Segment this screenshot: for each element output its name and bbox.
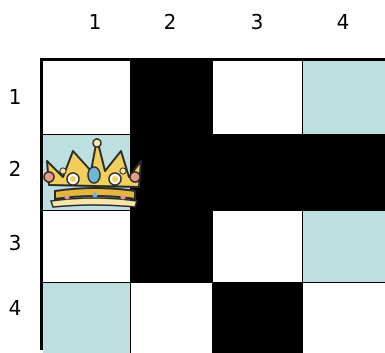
row-label-1: 1 — [0, 85, 30, 109]
board-cell-r3-c1[interactable] — [43, 211, 131, 283]
board-cell-r3-c3[interactable] — [213, 211, 303, 283]
board-cell-r3-c4[interactable] — [303, 211, 385, 283]
row-label-2: 2 — [0, 157, 30, 181]
grid-line-horizontal — [43, 282, 385, 283]
board-cell-r4-c1[interactable] — [43, 283, 131, 353]
row-label-4: 4 — [0, 296, 30, 320]
column-label-4: 4 — [328, 10, 358, 34]
board-cell-r4-c2[interactable] — [131, 283, 213, 353]
board-cell-r1-c3[interactable] — [213, 61, 303, 135]
board-cell-r2-c2[interactable] — [131, 135, 213, 211]
crown-icon[interactable] — [43, 133, 143, 217]
board-cell-r3-c2[interactable] — [131, 211, 213, 283]
column-label-1: 1 — [80, 10, 110, 34]
column-label-2: 2 — [155, 10, 185, 34]
game-board — [40, 58, 385, 350]
board-cell-r4-c3[interactable] — [213, 283, 303, 353]
board-cell-r4-c4[interactable] — [303, 283, 385, 353]
column-label-3: 3 — [242, 10, 272, 34]
board-cell-r2-c4[interactable] — [303, 135, 385, 211]
grid-line-vertical — [212, 61, 213, 353]
board-cell-r1-c4[interactable] — [303, 61, 385, 135]
board-cell-r1-c2[interactable] — [131, 61, 213, 135]
row-label-3: 3 — [0, 231, 30, 255]
board-cell-r2-c3[interactable] — [213, 135, 303, 211]
board-cell-r1-c1[interactable] — [43, 61, 131, 135]
grid-line-vertical — [302, 61, 303, 353]
